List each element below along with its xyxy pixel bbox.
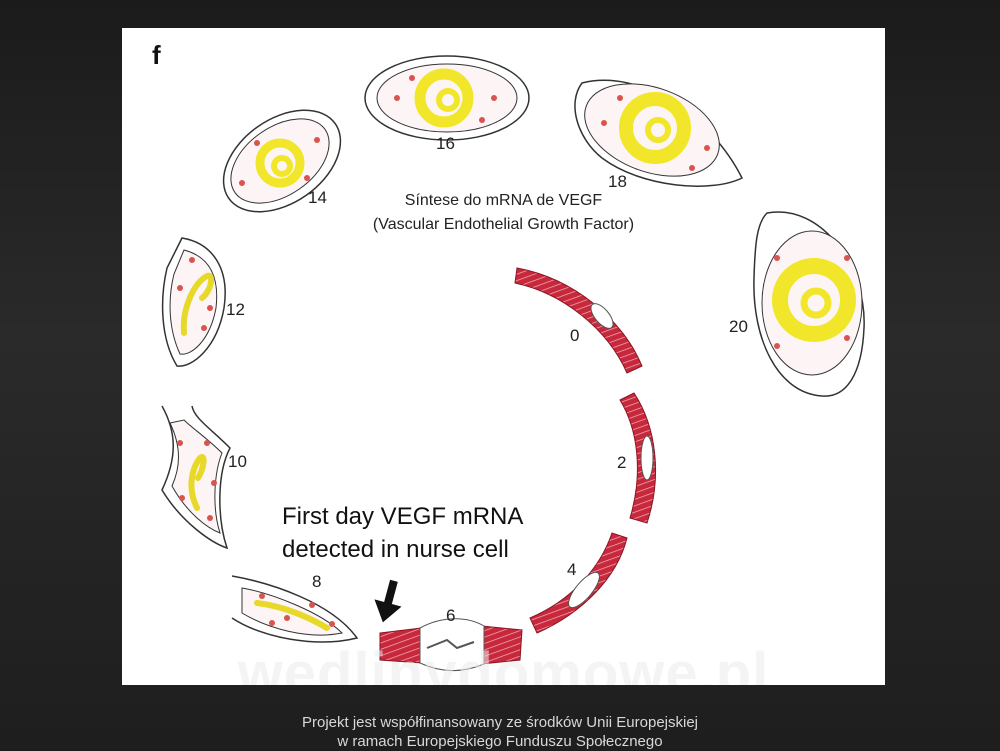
first-day-annotation: First day VEGF mRNA detected in nurse ce… bbox=[282, 500, 523, 566]
stage-18-nurse-cell bbox=[574, 79, 744, 187]
panel-letter: f bbox=[152, 40, 161, 70]
stage-label-20: 20 bbox=[729, 317, 748, 336]
vegf-caption-line2: (Vascular Endothelial Growth Factor) bbox=[372, 216, 635, 233]
stage-4-muscle-fiber bbox=[529, 532, 628, 634]
stage-label-6: 6 bbox=[446, 606, 456, 625]
stage-label-18: 18 bbox=[608, 172, 627, 191]
stage-2-muscle-fiber bbox=[619, 392, 656, 524]
stage-16-nurse-cell bbox=[364, 55, 530, 141]
stage-12-nurse-cell bbox=[161, 237, 226, 367]
watermark: wedlinydomowe.pl bbox=[237, 641, 770, 685]
stage-6-muscle-fiber bbox=[379, 618, 523, 672]
diagram-slide: f 0 2 4 6 8 10 12 14 16 18 20 Síntese do… bbox=[122, 28, 885, 685]
stage-label-14: 14 bbox=[308, 188, 327, 207]
stage-label-12: 12 bbox=[226, 300, 245, 319]
footer-line2: w ramach Europejskiego Funduszu Społeczn… bbox=[337, 733, 663, 750]
vegf-caption: Síntese do mRNA de VEGF (Vascular Endoth… bbox=[122, 189, 885, 237]
footer-line1: Projekt jest współfinansowany ze środków… bbox=[301, 714, 698, 731]
stage-label-0: 0 bbox=[570, 326, 580, 345]
first-day-line2: detected in nurse cell bbox=[282, 536, 509, 563]
stage-label-16: 16 bbox=[436, 134, 455, 153]
down-arrow-icon bbox=[374, 579, 402, 623]
stage-8-nurse-cell bbox=[231, 575, 359, 643]
stage-20-nurse-cell bbox=[753, 211, 865, 397]
footer-funding-note: Projekt jest współfinansowany ze środków… bbox=[0, 713, 1000, 751]
lifecycle-diagram bbox=[161, 55, 865, 672]
stage-10-nurse-cell bbox=[161, 405, 231, 550]
stage-label-10: 10 bbox=[228, 452, 247, 471]
stage-label-2: 2 bbox=[617, 453, 627, 472]
first-day-line1: First day VEGF mRNA bbox=[282, 503, 524, 530]
stage-0-muscle-fiber bbox=[514, 267, 643, 374]
stage-label-4: 4 bbox=[567, 560, 577, 579]
stage-14-nurse-cell bbox=[222, 109, 342, 213]
stage-label-8: 8 bbox=[312, 572, 322, 591]
vegf-caption-line1: Síntese do mRNA de VEGF bbox=[404, 192, 603, 209]
